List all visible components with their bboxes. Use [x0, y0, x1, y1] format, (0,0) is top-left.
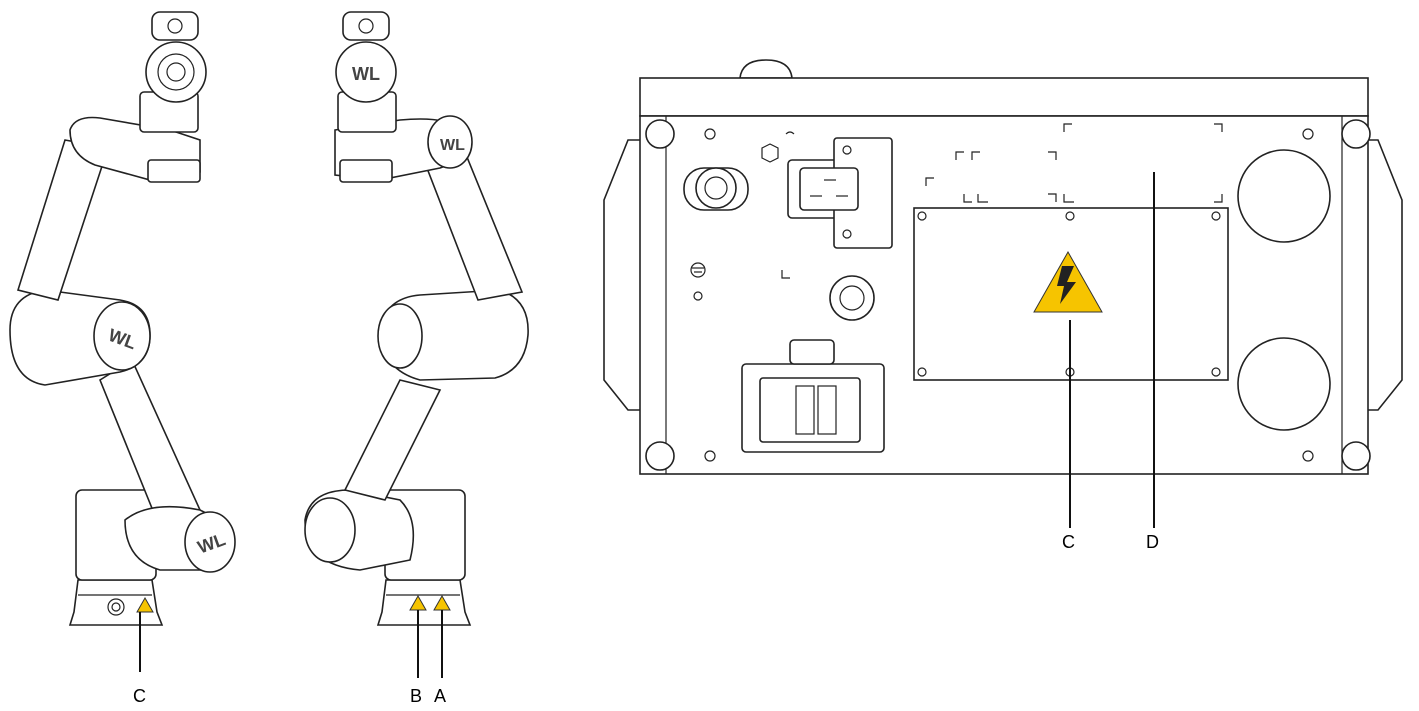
callout-label-c: C — [133, 686, 146, 706]
callout-label-b: B — [410, 686, 422, 706]
controller-cabinet-rear-view: C D — [603, 59, 1403, 552]
callout-label-c: C — [1062, 532, 1075, 552]
callout-label-a: A — [434, 686, 446, 706]
robot-lower-link — [343, 379, 442, 501]
cabinet-top-rail — [639, 77, 1369, 117]
robot-logo: WL — [352, 64, 380, 84]
warning-triangle-icon — [136, 596, 154, 613]
robot-arm-front-view: WL WL C — [9, 11, 236, 706]
callout-label-d: D — [1146, 532, 1159, 552]
robot-base — [376, 579, 472, 626]
robot-arm-side-view: WL WL B A — [304, 11, 529, 706]
cabinet-fan — [1237, 149, 1331, 243]
ground-symbol-icon — [690, 262, 706, 301]
electric-shock-warning-icon — [1033, 250, 1103, 313]
cabinet-fan — [1237, 337, 1331, 431]
robot-logo: WL — [440, 137, 465, 154]
